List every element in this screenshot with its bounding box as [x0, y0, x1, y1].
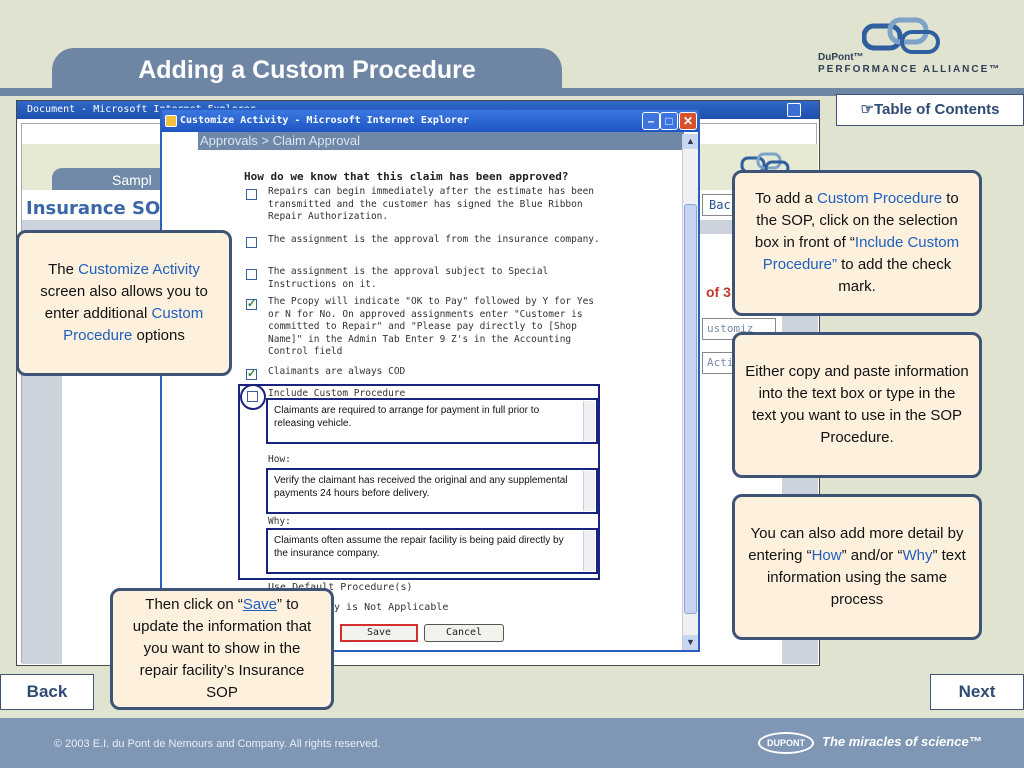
custom-procedure-highlight — [238, 384, 600, 580]
how-text: Verify the claimant has received the ori… — [274, 475, 568, 499]
callout-text: Either copy and paste information into t… — [745, 363, 969, 446]
callout-text: to add the check mark. — [836, 256, 952, 295]
next-button[interactable]: Next — [930, 674, 1024, 710]
option-text: The assignment is the approval from the … — [268, 234, 600, 245]
callout-highlight: Custom Procedure — [63, 305, 204, 344]
minimize-icon[interactable] — [787, 103, 801, 117]
scroll-up-icon[interactable]: ▲ — [683, 134, 698, 149]
option-checkbox[interactable] — [246, 189, 257, 200]
dupont-oval-logo: DUPONT — [758, 732, 814, 754]
logo-alliance-text: PERFORMANCE ALLIANCE™ — [818, 64, 1002, 75]
callout-text: to the SOP, click on the selection box i… — [754, 190, 959, 251]
dialog-minimize-icon[interactable]: – — [642, 112, 660, 130]
tagline: The miracles of science™ — [822, 734, 982, 749]
callout-highlight: Custom Procedure — [816, 190, 943, 207]
custom-procedure-textarea[interactable]: Claimants are required to arrange for pa… — [266, 398, 598, 444]
callout-text: screen also allows you to enter addition… — [40, 283, 208, 322]
option-checkbox[interactable] — [246, 237, 257, 248]
callout-text: ” text information using the same proces… — [766, 547, 966, 608]
background-page-count: of 3 — [706, 284, 731, 300]
dialog-breadcrumb: Approvals > Claim Approval — [198, 132, 684, 150]
option-checkbox-checked[interactable] — [246, 367, 257, 380]
callout-highlight: Include Custom Procedure” — [762, 234, 960, 273]
dialog-title: Customize Activity - Microsoft Internet … — [162, 110, 698, 132]
callout-add-custom-procedure: To add a Custom Procedure to the SOP, cl… — [732, 170, 982, 316]
option-text: Repairs can begin immediately after the … — [268, 186, 595, 222]
table-of-contents-button[interactable]: ☞Table of Contents — [836, 94, 1024, 126]
scroll-down-icon[interactable]: ▼ — [683, 635, 698, 650]
cancel-button[interactable]: Cancel — [424, 624, 504, 642]
copyright-text: © 2003 E.I. du Pont de Nemours and Compa… — [54, 738, 381, 750]
callout-text: The — [48, 261, 79, 278]
callout-customize-activity: The Customize Activity screen also allow… — [16, 230, 232, 376]
approval-question: How do we know that this claim has been … — [244, 170, 569, 183]
how-label: How: — [268, 454, 291, 465]
option-text: Claimants are always COD — [268, 366, 406, 377]
callout-text: To add a — [755, 190, 817, 207]
option-checkbox[interactable] — [246, 269, 257, 280]
callout-text: ” and/or “ — [841, 547, 903, 564]
include-custom-procedure-label: Include Custom Procedure — [268, 388, 406, 399]
custom-procedure-text: Claimants are required to arrange for pa… — [274, 405, 540, 429]
callout-copy-paste: Either copy and paste information into t… — [732, 332, 982, 478]
scroll-thumb[interactable] — [684, 204, 697, 614]
dialog-close-icon[interactable]: ✕ — [679, 112, 697, 130]
use-default-procedure-option[interactable]: Use Default Procedure(s) — [268, 582, 413, 593]
footer: © 2003 E.I. du Pont de Nemours and Compa… — [0, 718, 1024, 768]
not-applicable-option[interactable]: y is Not Applicable — [334, 602, 449, 613]
page-title: Adding a Custom Procedure — [52, 48, 562, 90]
dialog-maximize-icon[interactable]: □ — [660, 112, 678, 130]
callout-how-why: You can also add more detail by entering… — [732, 494, 982, 640]
callout-text: You can also add more detail by entering… — [748, 525, 964, 564]
callout-text: Then click on “ — [145, 596, 243, 613]
callout-text: ” to update the information that you wan… — [132, 596, 312, 701]
option-text: The assignment is the approval subject t… — [268, 266, 549, 290]
why-label: Why: — [268, 516, 291, 527]
textarea-scrollbar[interactable] — [583, 401, 595, 441]
callout-highlight: How — [811, 547, 842, 564]
back-button[interactable]: Back — [0, 674, 94, 710]
callout-highlight: Save — [242, 596, 278, 613]
include-custom-procedure-checkbox[interactable] — [247, 391, 258, 402]
logo-dupont-text: DuPont™ — [818, 52, 864, 63]
option-text: The Pcopy will indicate "OK to Pay" foll… — [268, 296, 595, 357]
dialog-scrollbar[interactable]: ▲ ▼ — [682, 134, 698, 650]
background-sample-tab: Sampl — [52, 168, 192, 190]
option-checkbox-checked[interactable] — [246, 297, 257, 310]
why-text: Claimants often assume the repair facili… — [274, 535, 564, 559]
background-sop-title: Insurance SOP — [26, 198, 174, 219]
callout-highlight: Customize Activity — [78, 261, 200, 278]
callout-highlight: Why — [902, 547, 933, 564]
how-textarea[interactable]: Verify the claimant has received the ori… — [266, 468, 598, 514]
callout-text: options — [132, 327, 185, 344]
callout-save: Then click on “Save” to update the infor… — [110, 588, 334, 710]
why-textarea[interactable]: Claimants often assume the repair facili… — [266, 528, 598, 574]
textarea-scrollbar[interactable] — [583, 471, 595, 511]
textarea-scrollbar[interactable] — [583, 531, 595, 571]
header-band — [0, 88, 1024, 96]
checkbox-highlight-ring — [240, 384, 266, 410]
ie-app-icon — [165, 115, 177, 127]
approval-options-list: Repairs can begin immediately after the … — [242, 186, 602, 686]
dupont-logo-icon — [862, 17, 940, 54]
save-button[interactable]: Save — [340, 624, 418, 642]
